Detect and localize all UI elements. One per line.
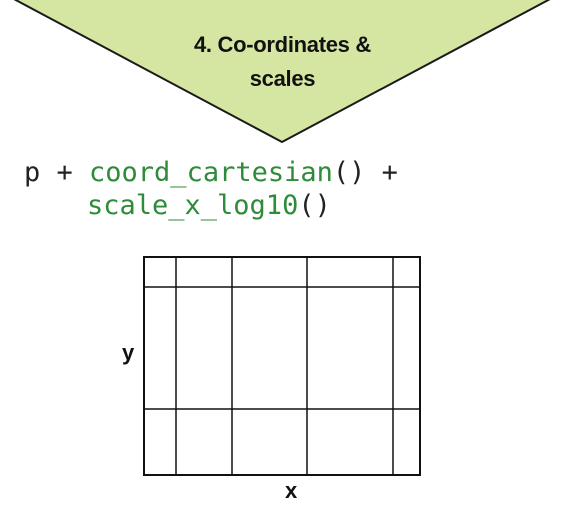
code-suffix-2: () xyxy=(298,190,331,221)
y-axis-label: y xyxy=(122,340,135,365)
code-line-2: scale_x_log10() xyxy=(87,189,331,222)
plot-grid xyxy=(143,256,421,476)
banner-triangle-shape xyxy=(13,0,551,144)
plot-frame xyxy=(143,256,421,476)
code-line-1: p + coord_cartesian() + xyxy=(24,156,398,189)
code-function-coord: coord_cartesian xyxy=(89,157,333,188)
x-axis-label: x xyxy=(285,478,298,503)
banner-title-line1: 4. Co-ordinates & xyxy=(193,32,372,57)
banner-title: 4. Co-ordinates & scales xyxy=(160,28,405,96)
banner-title-line2: scales xyxy=(249,66,316,91)
banner-triangle xyxy=(13,0,551,144)
code-function-scale: scale_x_log10 xyxy=(87,190,299,221)
code-suffix-1: () + xyxy=(332,157,398,188)
code-prefix: p + xyxy=(24,157,90,188)
